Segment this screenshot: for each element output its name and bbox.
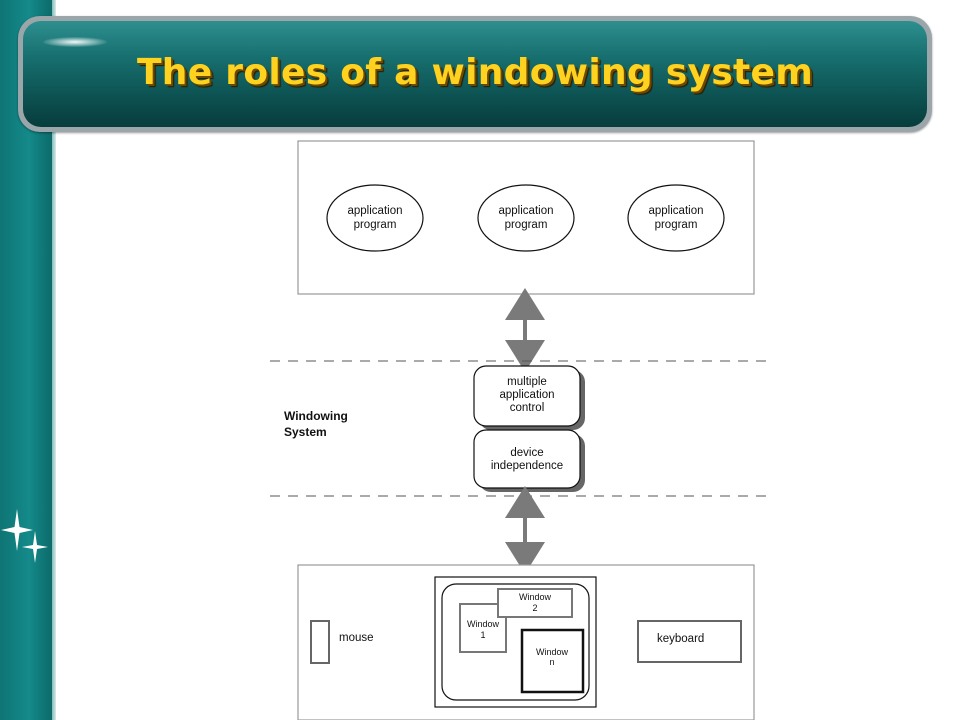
window-label: 1 xyxy=(480,630,485,640)
title-panel: The roles of a windowing system xyxy=(23,21,927,127)
window-label: Window xyxy=(519,592,552,602)
application-program-label: program xyxy=(354,219,397,231)
window-label: Window xyxy=(467,619,500,629)
device-independence-box: device independence xyxy=(473,429,585,492)
application-program-label: program xyxy=(505,219,548,231)
title-bar: The roles of a windowing system xyxy=(18,16,932,132)
sparkle-icon xyxy=(1,509,48,563)
keyboard-label: keyboard xyxy=(657,633,704,645)
slide-title: The roles of a windowing system xyxy=(136,51,814,93)
title-gleam xyxy=(43,37,107,47)
keyboard-device xyxy=(637,620,742,663)
application-program-3: application program xyxy=(627,184,725,252)
mouse-label: mouse xyxy=(339,632,374,644)
left-decor-edge xyxy=(52,0,56,720)
device-independence-label: device xyxy=(510,447,543,459)
multiple-control-label: control xyxy=(510,402,545,414)
application-program-label: program xyxy=(655,219,698,231)
application-program-1: application program xyxy=(326,184,424,252)
multiple-control-label: multiple xyxy=(507,376,547,388)
window-label: n xyxy=(549,657,554,667)
application-program-label: application xyxy=(499,205,554,217)
window-label: Window xyxy=(536,647,569,657)
window-label: 2 xyxy=(532,603,537,613)
application-program-label: application xyxy=(649,205,704,217)
windowing-system-label: Windowing xyxy=(284,409,348,423)
window-2: Window 2 xyxy=(497,588,573,618)
windowing-system-label: System xyxy=(284,425,327,439)
multiple-application-control-box: multiple application control xyxy=(473,365,585,430)
multiple-control-label: application xyxy=(500,389,555,401)
window-n: Window n xyxy=(520,628,585,694)
application-program-2: application program xyxy=(477,184,575,252)
device-independence-label: independence xyxy=(491,460,563,472)
mouse-device xyxy=(310,620,330,664)
application-program-label: application xyxy=(348,205,403,217)
